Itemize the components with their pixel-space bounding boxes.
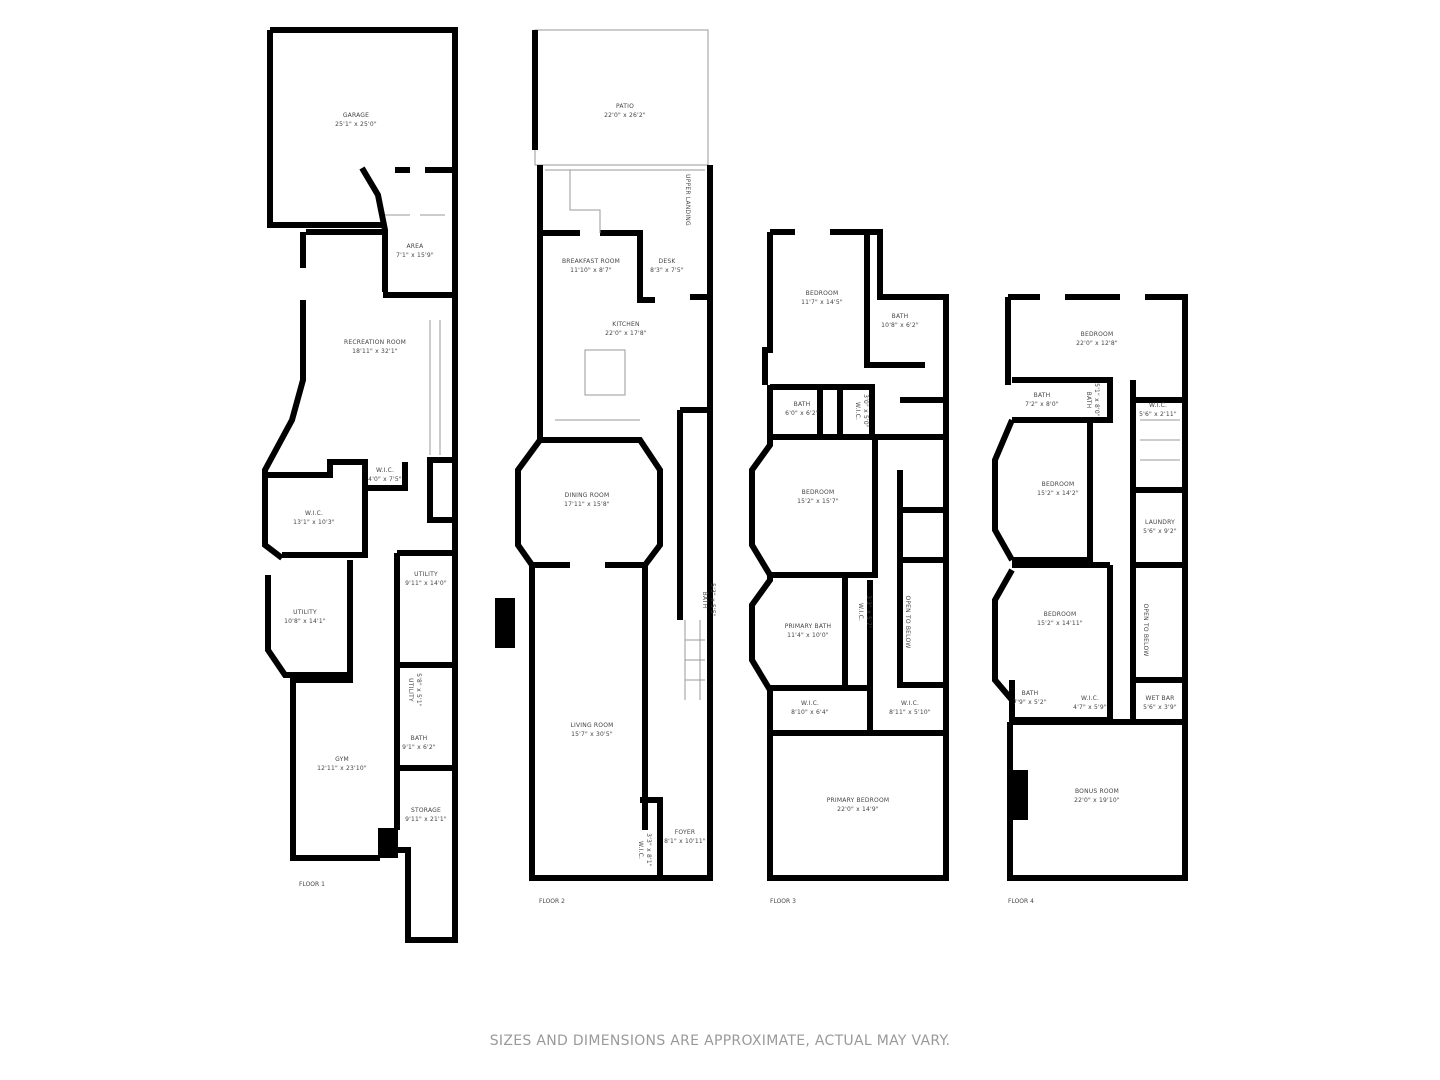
room-dimensions: 8'1" x 10'11"	[664, 838, 706, 845]
room-dimensions: 7'2" x 8'0"	[1025, 401, 1059, 408]
room-name: W.I.C.	[305, 510, 323, 517]
room-dimensions: 4'7" x 5'9"	[1073, 704, 1107, 711]
room-dimensions: 3'0" x 5'0"	[862, 394, 869, 428]
room-dimensions: 7'1" x 15'9"	[396, 252, 434, 259]
room-name: UTILITY	[407, 678, 414, 702]
room-name: BATH	[794, 401, 811, 408]
room-name: DINING ROOM	[565, 492, 610, 499]
room-name: PRIMARY BEDROOM	[827, 797, 890, 804]
room-dimensions: 3'3" x 8'1"	[645, 833, 652, 867]
room-dimensions: 25'1" x 25'0"	[335, 121, 377, 128]
room-dimensions: 11'10" x 8'7"	[570, 267, 612, 274]
room-dimensions: 22'0" x 19'10"	[1074, 797, 1120, 804]
room-dimensions: 5'3" x 5'5"	[709, 583, 716, 617]
room-name: GARAGE	[343, 112, 369, 119]
room-name: BATH	[1022, 690, 1039, 697]
room-dimensions: 15'2" x 15'7"	[797, 498, 839, 505]
room-name: KITCHEN	[612, 321, 639, 328]
room-dimensions: 5'6" x 9'2"	[1143, 528, 1177, 535]
room-name: BREAKFAST ROOM	[562, 258, 620, 265]
room-dimensions: 15'2" x 14'2"	[1037, 490, 1079, 497]
room-dimensions: 22'0" x 17'8"	[605, 330, 647, 337]
room-name: PRIMARY BATH	[785, 623, 832, 630]
room-name: W.I.C.	[1149, 402, 1167, 409]
floor-2-walls	[495, 29, 713, 881]
room-dimensions: 6'0" x 6'2"	[785, 410, 819, 417]
room-name: BATH	[1085, 392, 1092, 409]
floor-label: FLOOR 2	[539, 898, 565, 905]
room-name: STORAGE	[411, 807, 441, 814]
room-dimensions: 5'6" x 2'11"	[1139, 411, 1177, 418]
room-name: OPEN TO BELOW	[904, 595, 911, 648]
room-name: OPEN TO BELOW	[1142, 603, 1149, 656]
room-name: PATIO	[616, 103, 634, 110]
room-dimensions: 15'7" x 30'5"	[571, 731, 613, 738]
room-dimensions: 4'0" x 7'5"	[368, 476, 402, 483]
room-dimensions: 10'8" x 6'2"	[881, 322, 919, 329]
room-name: BATH	[892, 313, 909, 320]
room-dimensions: 3'3" x 5'7"	[865, 595, 872, 629]
floor-label: FLOOR 3	[770, 898, 796, 905]
disclaimer-text: SIZES AND DIMENSIONS ARE APPROXIMATE, AC…	[489, 1033, 951, 1049]
room-name: UTILITY	[293, 609, 317, 616]
floor-4-walls	[992, 294, 1188, 881]
floor-label: FLOOR 1	[299, 881, 325, 888]
room-name: W.I.C.	[857, 603, 864, 621]
room-dimensions: 11'7" x 14'5"	[801, 299, 843, 306]
floor-3-walls	[749, 229, 949, 881]
room-name: DESK	[659, 258, 677, 265]
room-name: RECREATION ROOM	[344, 339, 406, 346]
room-dimensions: 22'0" x 26'2"	[604, 112, 646, 119]
room-name: AREA	[407, 243, 425, 250]
room-name: W.I.C.	[376, 467, 394, 474]
room-name: W.I.C.	[1081, 695, 1099, 702]
room-dimensions: 8'11" x 5'10"	[889, 709, 931, 716]
room-name: BEDROOM	[1042, 481, 1075, 488]
room-dimensions: 5'8" x 5'1"	[415, 673, 422, 707]
room-name: W.I.C.	[637, 841, 644, 859]
room-dimensions: 12'11" x 23'10"	[317, 765, 367, 772]
room-name: BATH	[1034, 392, 1051, 399]
room-dimensions: 18'11" x 32'1"	[352, 348, 398, 355]
room-labels: FLOOR 1 GARAGE 25'1" x 25'0" AREA 7'1" x 15'…	[284, 103, 1177, 905]
room-name: BATH	[411, 735, 428, 742]
room-name: W.I.C.	[801, 700, 819, 707]
room-name: UPPER LANDING	[684, 174, 691, 226]
room-dimensions: 8'3" x 7'5"	[650, 267, 684, 274]
floor-label: FLOOR 4	[1008, 898, 1034, 905]
room-dimensions: 5'1" x 8'0"	[1093, 383, 1100, 417]
room-dimensions: 9'11" x 21'1"	[405, 816, 447, 823]
room-dimensions: 11'4" x 10'0"	[787, 632, 829, 639]
room-name: LIVING ROOM	[570, 722, 613, 729]
room-name: BATH	[701, 592, 708, 609]
room-dimensions: 9'11" x 14'0"	[405, 580, 447, 587]
room-dimensions: 10'8" x 14'1"	[284, 618, 326, 625]
room-name: WET BAR	[1145, 695, 1174, 702]
room-dimensions: 13'1" x 10'3"	[293, 519, 335, 526]
room-dimensions: 9'1" x 6'2"	[402, 744, 436, 751]
room-name: W.I.C.	[854, 402, 861, 420]
floor-1-walls	[262, 27, 458, 943]
room-dimensions: 7'9" x 5'2"	[1013, 699, 1047, 706]
room-name: W.I.C.	[901, 700, 919, 707]
room-name: BEDROOM	[806, 290, 839, 297]
room-dimensions: 22'0" x 14'9"	[837, 806, 879, 813]
room-name: BONUS ROOM	[1075, 788, 1119, 795]
room-dimensions: 8'10" x 6'4"	[791, 709, 829, 716]
room-name: BEDROOM	[1044, 611, 1077, 618]
room-name: FOYER	[675, 829, 695, 836]
room-name: BEDROOM	[802, 489, 835, 496]
room-dimensions: 17'11" x 15'8"	[564, 501, 610, 508]
room-dimensions: 5'6" x 3'9"	[1143, 704, 1177, 711]
room-dimensions: 15'2" x 14'11"	[1037, 620, 1083, 627]
room-name: UTILITY	[414, 571, 438, 578]
room-name: LAUNDRY	[1145, 519, 1175, 526]
room-dimensions: 22'0" x 12'8"	[1076, 340, 1118, 347]
room-name: GYM	[335, 756, 349, 763]
room-name: BEDROOM	[1081, 331, 1114, 338]
